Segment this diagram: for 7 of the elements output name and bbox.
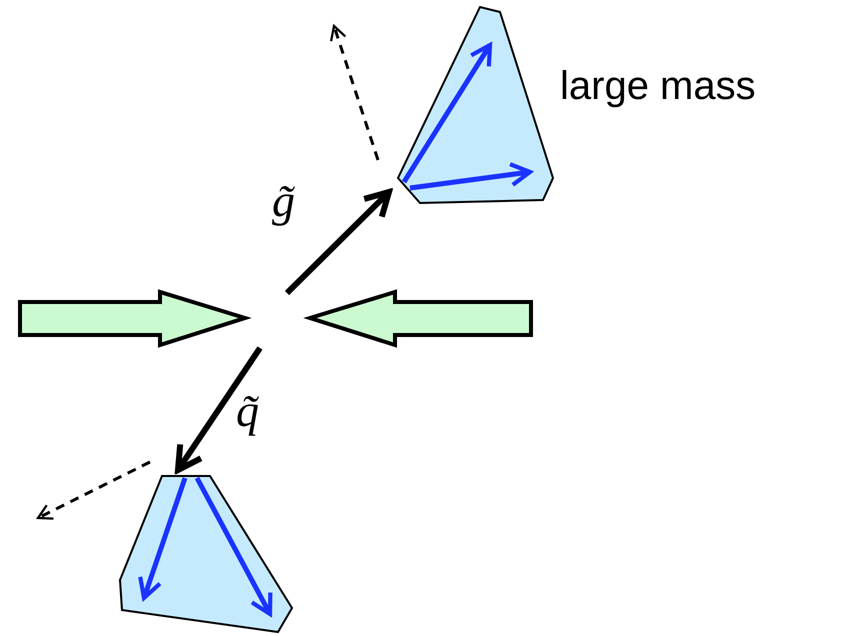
- arrow: [175, 346, 262, 473]
- mass-label: large mass: [560, 66, 756, 106]
- jet-cone: [394, 4, 556, 206]
- edge-label: q̃: [236, 388, 259, 434]
- jet-cone: [117, 472, 295, 634]
- arrow: [284, 189, 392, 296]
- edge-label: g̃: [272, 178, 295, 224]
